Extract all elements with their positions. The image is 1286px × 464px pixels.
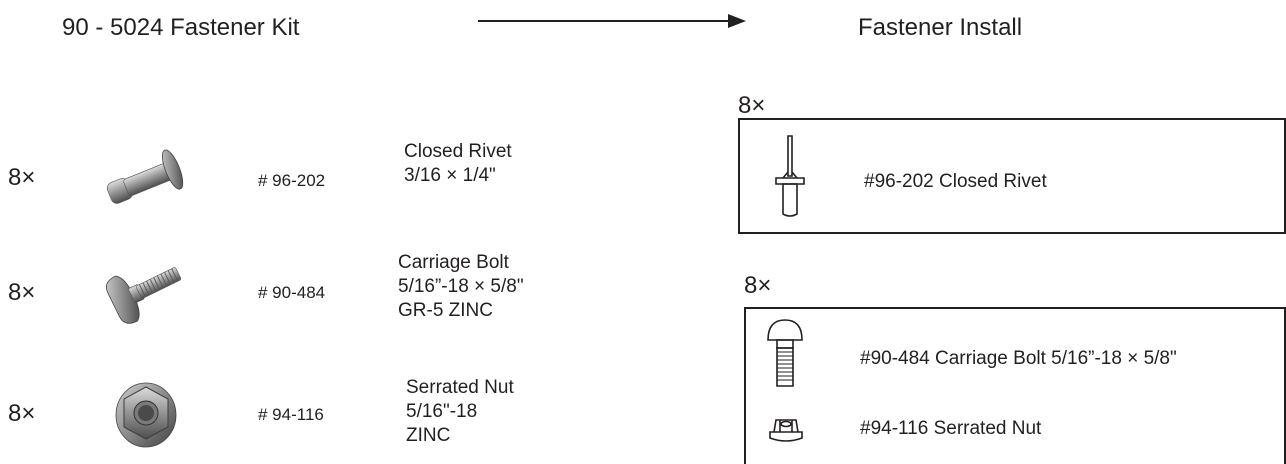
desc-line: GR-5 ZINC [398,300,493,321]
install-group-box [738,118,1286,234]
kit-item-part-number: # 94-116 [258,405,324,424]
desc-line: Serrated Nut [406,377,514,398]
install-row-label: #96-202 Closed Rivet [864,171,1047,192]
kit-title: 90 - 5024 Fastener Kit [62,14,300,41]
right-arrow-icon [478,14,746,28]
rivet-outline-icon [775,135,805,217]
bolt-outline-icon [767,319,803,387]
kit-item-description: Closed Rivet 3/16 × 1/4" [404,140,512,188]
install-row-label: #90-484 Carriage Bolt 5/16”-18 × 5/8" [860,348,1177,369]
kit-item-description: Serrated Nut 5/16"-18 ZINC [406,376,514,448]
desc-line: Closed Rivet [404,141,512,162]
carriage-bolt-icon [106,267,182,324]
nut-outline-icon [769,419,803,442]
install-group-qty: 8× [744,272,772,299]
install-group-box [744,307,1286,464]
kit-item-qty: 8× [8,164,36,191]
serrated-nut-icon [115,382,177,448]
kit-item-part-number: # 90-484 [258,283,326,302]
kit-item-qty: 8× [8,400,36,427]
desc-line: 5/16”-18 × 5/8" [398,276,524,297]
install-group-qty: 8× [738,92,766,119]
desc-line: ZINC [406,425,451,446]
desc-line: 3/16 × 1/4" [404,165,496,186]
kit-item-part-number: # 96-202 [258,171,326,190]
closed-rivet-icon [106,149,184,204]
install-title: Fastener Install [858,14,1023,41]
desc-line: 5/16"-18 [406,401,478,422]
desc-line: Carriage Bolt [398,252,509,273]
kit-item-qty: 8× [8,279,36,306]
install-row-label: #94-116 Serrated Nut [860,418,1042,439]
kit-item-description: Carriage Bolt 5/16”-18 × 5/8" GR-5 ZINC [398,251,524,323]
